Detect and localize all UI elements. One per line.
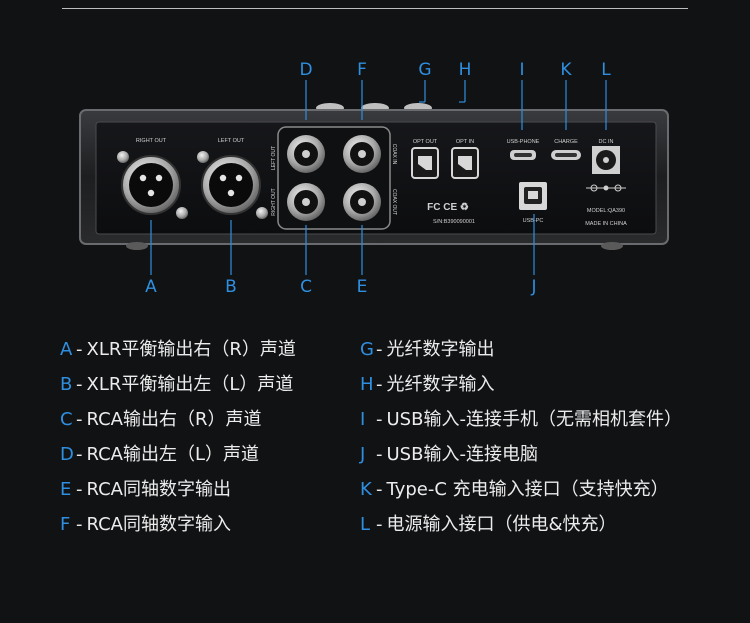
legend-item-f: F-RCA同轴数字输入 [60, 513, 296, 548]
legend-text: RCA输出右（R）声道 [86, 409, 262, 430]
optical-ports [411, 147, 479, 179]
legend-separator: - [76, 514, 83, 535]
device-illustration: RIGHT OUT LEFT OUT LEFT OUT RIGHT OUT CO… [0, 0, 750, 310]
callout-f: F [357, 60, 367, 80]
legend-text: 光纤数字输入 [386, 374, 495, 395]
label-usb-phone: USB-PHONE [507, 139, 540, 145]
charge-port [551, 150, 581, 160]
legend-item-d: D-RCA输出左（L）声道 [60, 443, 296, 478]
device-rear-panel-svg: RIGHT OUT LEFT OUT LEFT OUT RIGHT OUT CO… [79, 80, 669, 275]
label-usb-pc: USB-PC [523, 218, 544, 224]
label-model: MODEL:QA390 [587, 208, 625, 214]
legend-text: RCA同轴数字输出 [86, 479, 232, 500]
legend-letter: E [60, 479, 72, 500]
label-made-in: MADE IN CHINA [585, 221, 627, 227]
legend-letter: H [360, 374, 374, 395]
top-divider [62, 8, 688, 9]
legend-separator: - [376, 444, 383, 465]
callout-c: C [300, 277, 312, 297]
label-charge: CHARGE [554, 139, 578, 145]
legend-text: 电源输入接口（供电&快充） [386, 514, 617, 535]
legend-separator: - [76, 479, 83, 500]
legend-letter: K [360, 479, 372, 500]
callout-h: H [458, 60, 472, 80]
usb-phone-port [510, 150, 536, 160]
label-opt-out: OPT OUT [413, 139, 438, 145]
legend-letter: D [60, 444, 74, 465]
legend-separator: - [76, 374, 83, 395]
xlr-left-connector [197, 151, 268, 219]
legend-text: XLR平衡输出右（R）声道 [86, 339, 296, 360]
xlr-right-connector [117, 151, 188, 219]
callout-leaders [150, 80, 607, 275]
callout-i: I [519, 60, 525, 80]
label-coax-out: COAX OUT [391, 189, 397, 215]
legend-text: Type-C 充电输入接口（支持快充） [386, 479, 669, 500]
callout-a: A [145, 277, 157, 297]
callout-k: K [560, 60, 572, 80]
label-left-out: LEFT OUT [218, 138, 245, 144]
label-dc-in: DC IN [599, 139, 614, 145]
legend-item-h: H-光纤数字输入 [360, 373, 682, 408]
callout-g: G [418, 60, 432, 80]
rca-block [277, 126, 391, 230]
dc-jack [586, 146, 626, 192]
callout-l: L [601, 60, 611, 80]
legend-item-g: G-光纤数字输出 [360, 338, 682, 373]
legend-item-i: I-USB输入-连接手机（无需相机套件） [360, 408, 682, 443]
callout-b: B [225, 277, 237, 297]
legend-separator: - [376, 479, 383, 500]
legend-letter: G [360, 339, 374, 360]
legend-right-column: G-光纤数字输出 H-光纤数字输入 I-USB输入-连接手机（无需相机套件） J… [360, 338, 682, 548]
label-right-out: RIGHT OUT [136, 138, 167, 144]
legend-separator: - [76, 409, 83, 430]
label-opt-in: OPT IN [456, 139, 474, 145]
label-right-out-vertical: RIGHT OUT [271, 188, 277, 215]
cert-marks: FC CE ♻ [427, 202, 469, 213]
legend-text: RCA同轴数字输入 [86, 514, 232, 535]
callout-d: D [299, 60, 313, 80]
legend-separator: - [76, 339, 83, 360]
label-left-out-vertical: LEFT OUT [271, 146, 277, 170]
legend-text: USB输入-连接电脑 [386, 444, 538, 465]
legend-text: USB输入-连接手机（无需相机套件） [386, 409, 682, 430]
callout-e: E [356, 277, 368, 297]
legend-letter: L [360, 514, 371, 535]
legend-letter: F [60, 514, 71, 535]
legend-text: RCA输出左（L）声道 [86, 444, 260, 465]
legend-item-b: B-XLR平衡输出左（L）声道 [60, 373, 296, 408]
legend-letter: A [60, 339, 73, 360]
legend-letter: C [60, 409, 73, 430]
legend-item-a: A-XLR平衡输出右（R）声道 [60, 338, 296, 373]
legend-item-k: K-Type-C 充电输入接口（支持快充） [360, 478, 682, 513]
legend-item-j: J-USB输入-连接电脑 [360, 443, 682, 478]
legend-separator: - [376, 374, 383, 395]
legend-item-c: C-RCA输出右（R）声道 [60, 408, 296, 443]
legend-separator: - [376, 409, 383, 430]
panel-silkscreen: RIGHT OUT LEFT OUT LEFT OUT RIGHT OUT CO… [136, 138, 627, 227]
usb-pc-port [519, 182, 547, 210]
legend-text: XLR平衡输出左（L）声道 [86, 374, 294, 395]
legend-separator: - [376, 514, 383, 535]
callout-j: J [531, 277, 537, 297]
legend-left-column: A-XLR平衡输出右（R）声道 B-XLR平衡输出左（L）声道 C-RCA输出右… [60, 338, 296, 548]
label-coax-in: COAX IN [391, 144, 397, 165]
legend-item-l: L-电源输入接口（供电&快充） [360, 513, 682, 548]
label-serial: S/N:B390090001 [433, 219, 475, 225]
legend-text: 光纤数字输出 [386, 339, 495, 360]
legend-separator: - [376, 339, 383, 360]
legend-letter: J [360, 444, 366, 465]
legend-letter: I [360, 409, 366, 430]
legend-letter: B [60, 374, 73, 395]
legend-separator: - [76, 444, 83, 465]
legend-item-e: E-RCA同轴数字输出 [60, 478, 296, 513]
chassis-feet [126, 242, 623, 250]
